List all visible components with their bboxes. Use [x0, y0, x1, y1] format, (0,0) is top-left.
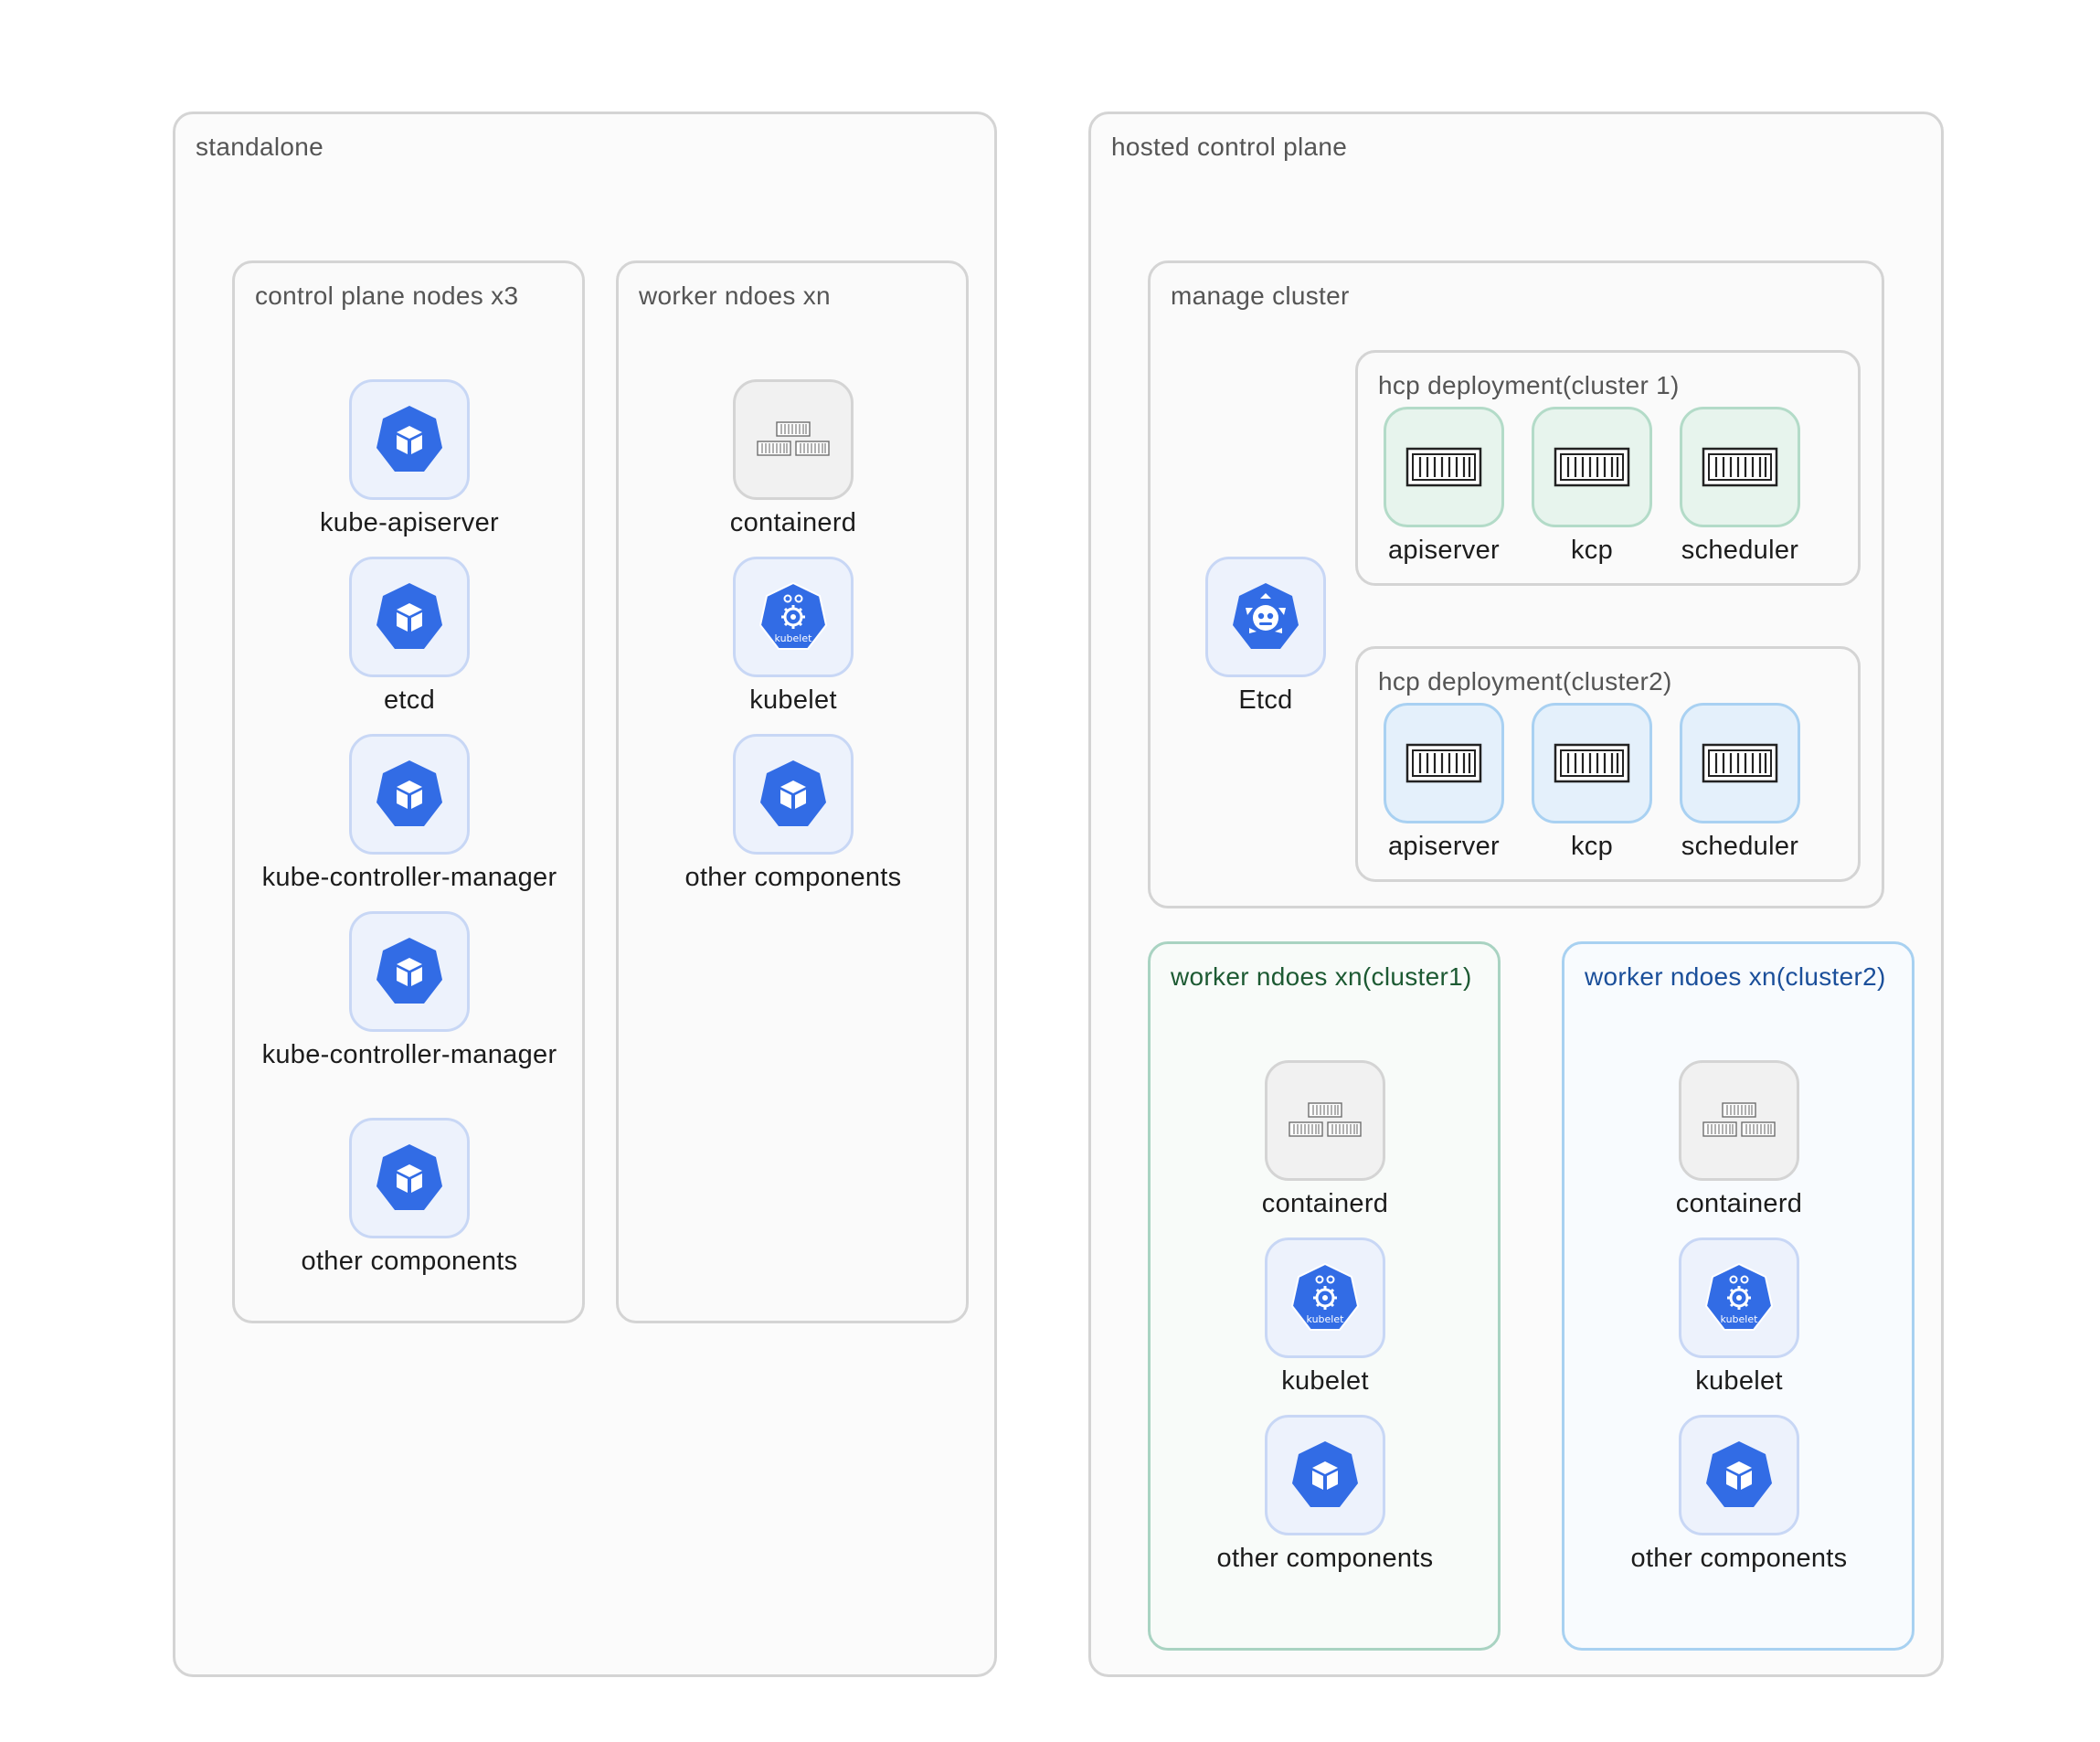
containerd-tile[interactable]: [1679, 1060, 1799, 1181]
component-label: apiserver: [1388, 832, 1500, 861]
hosted-control-plane-label: hosted control plane: [1111, 133, 1348, 161]
kubelet-tile[interactable]: kubelet: [1679, 1237, 1799, 1358]
k8s-cube-icon: [1289, 1439, 1362, 1512]
etcd-tile[interactable]: [1205, 557, 1326, 677]
component-label: kubelet: [749, 685, 837, 715]
component-label: kube-controller-manager: [261, 1040, 557, 1069]
apiserver-tile[interactable]: [1384, 703, 1504, 823]
kcp-tile[interactable]: [1532, 407, 1652, 527]
worker-nodes-cluster1-group: worker ndoes xn(cluster1) containerd kub…: [1148, 941, 1501, 1651]
component-label: containerd: [1675, 1189, 1803, 1218]
scheduler-tile[interactable]: [1680, 407, 1800, 527]
worker-nodes-group: worker ndoes xn containerd kubelet kubel…: [616, 260, 969, 1323]
component-label: scheduler: [1681, 536, 1799, 565]
component-label: Etcd: [1238, 685, 1293, 715]
component-label: kubelet: [1695, 1366, 1783, 1396]
containerd-tile[interactable]: [733, 379, 854, 500]
hcp-deployment-cluster1-group: hcp deployment(cluster 1) apiserver kcp …: [1355, 350, 1861, 586]
kubelet-icon: kubelet: [1702, 1261, 1776, 1334]
component-label: containerd: [729, 508, 857, 537]
kubelet-icon: kubelet: [1289, 1261, 1362, 1334]
containerd-tile[interactable]: [1265, 1060, 1385, 1181]
container-icon: [1405, 743, 1482, 783]
standalone-group: standalone control plane nodes x3 kube-a…: [173, 112, 997, 1677]
standalone-label: standalone: [196, 133, 324, 161]
worker-nodes-cluster2-group: worker ndoes xn(cluster2) containerd kub…: [1562, 941, 1914, 1651]
svg-text:kubelet: kubelet: [1307, 1313, 1345, 1325]
component-label: other components: [1216, 1544, 1434, 1573]
container-icon: [1405, 447, 1482, 487]
kubelet-tile[interactable]: kubelet: [1265, 1237, 1385, 1358]
other-components-tile[interactable]: [349, 1118, 470, 1238]
control-plane-nodes-label: control plane nodes x3: [255, 281, 519, 310]
component-label: kube-apiserver: [319, 508, 499, 537]
component-label: apiserver: [1388, 536, 1500, 565]
control-plane-nodes-group: control plane nodes x3 kube-apiserver et…: [232, 260, 585, 1323]
worker-nodes-cluster2-label: worker ndoes xn(cluster2): [1585, 962, 1886, 991]
manage-cluster-group: manage cluster Etcd hcp deployment(clust…: [1148, 260, 1884, 908]
worker-nodes-cluster1-label: worker ndoes xn(cluster1): [1171, 962, 1472, 991]
svg-text:kubelet: kubelet: [775, 632, 813, 644]
kube-apiserver-tile[interactable]: [349, 379, 470, 500]
component-label: kubelet: [1281, 1366, 1369, 1396]
component-label: containerd: [1261, 1189, 1389, 1218]
k8s-cube-icon: [373, 935, 446, 1008]
component-label: scheduler: [1681, 832, 1799, 861]
k8s-cube-icon: [373, 1142, 446, 1215]
worker-nodes-label: worker ndoes xn: [639, 281, 831, 310]
apiserver-tile[interactable]: [1384, 407, 1504, 527]
component-label: kube-controller-manager: [261, 863, 557, 892]
component-label: kcp: [1570, 536, 1614, 565]
container-icon: [1702, 447, 1778, 487]
kube-controller-manager-tile[interactable]: [349, 734, 470, 855]
other-components-tile[interactable]: [733, 734, 854, 855]
component-label: kcp: [1570, 832, 1614, 861]
containers-icon: [1287, 1100, 1363, 1141]
other-components-tile[interactable]: [1265, 1415, 1385, 1535]
container-icon: [1554, 743, 1630, 783]
kube-controller-manager-tile[interactable]: [349, 911, 470, 1032]
hcp-deployment-cluster2-group: hcp deployment(cluster2) apiserver kcp s…: [1355, 646, 1861, 882]
component-label: etcd: [383, 685, 435, 715]
k8s-cube-icon: [373, 580, 446, 653]
scheduler-tile[interactable]: [1680, 703, 1800, 823]
component-label: other components: [1630, 1544, 1848, 1573]
etcd-tile[interactable]: [349, 557, 470, 677]
container-icon: [1554, 447, 1630, 487]
k8s-cube-icon: [757, 758, 830, 831]
component-label: other components: [301, 1247, 518, 1276]
kubelet-icon: kubelet: [757, 580, 830, 653]
other-components-tile[interactable]: [1679, 1415, 1799, 1535]
k8s-cube-icon: [373, 403, 446, 476]
k8s-cube-icon: [373, 758, 446, 831]
svg-text:kubelet: kubelet: [1721, 1313, 1759, 1325]
containers-icon: [755, 420, 832, 460]
kubelet-tile[interactable]: kubelet: [733, 557, 854, 677]
manage-cluster-label: manage cluster: [1171, 281, 1350, 310]
hcp-deployment-cluster1-label: hcp deployment(cluster 1): [1378, 371, 1680, 399]
hcp-deployment-cluster2-label: hcp deployment(cluster2): [1378, 667, 1672, 696]
component-label: other components: [684, 863, 902, 892]
container-icon: [1702, 743, 1778, 783]
k8s-cube-icon: [1702, 1439, 1776, 1512]
etcd-icon: [1229, 580, 1302, 653]
kcp-tile[interactable]: [1532, 703, 1652, 823]
hosted-control-plane-group: hosted control plane manage cluster Etcd…: [1088, 112, 1944, 1677]
containers-icon: [1701, 1100, 1777, 1141]
